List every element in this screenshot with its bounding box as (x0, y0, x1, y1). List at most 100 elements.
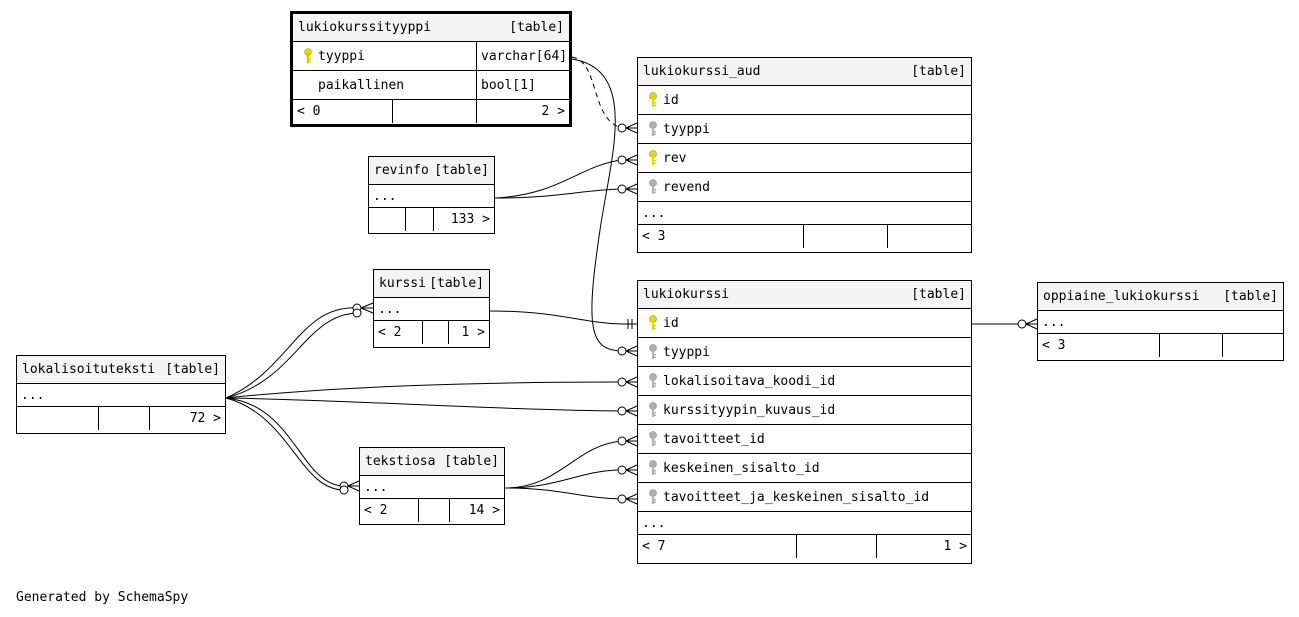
foot-right[interactable]: 72 > (149, 407, 225, 430)
column-type: bool[1] (476, 71, 569, 99)
marker-lk-sisalto (617, 464, 638, 476)
column-name: tyyppi (318, 48, 365, 64)
table-tag: [table] (509, 20, 564, 35)
edge-tyyppi-lukiokurssi (571, 58, 623, 352)
column-name: revend (663, 179, 710, 195)
edge-lokal-tekstiosa-2 (225, 397, 345, 491)
table-footer: < 3 (1038, 334, 1283, 357)
column-name: lokalisoitava_koodi_id (663, 373, 836, 389)
foot-mid (98, 407, 149, 430)
table-tekstiosa[interactable]: tekstiosa [table] ... < 2 14 > (359, 447, 505, 525)
foot-right (1222, 334, 1283, 357)
table-header: revinfo [table] (369, 157, 494, 185)
table-header: lukiokurssityyppi [table] (293, 14, 569, 42)
edge-kurssi-id (489, 310, 623, 325)
foot-right[interactable]: 133 > (433, 208, 494, 231)
more-columns: ... (369, 185, 494, 208)
column-name: id (663, 92, 679, 108)
table-lukiokurssityyppi[interactable]: lukiokurssityyppi [table] tyyppi varchar… (290, 11, 572, 127)
more-columns: ... (360, 476, 504, 499)
table-name: kurssi (379, 276, 426, 291)
column-type: varchar[64] (476, 42, 569, 70)
foot-left (369, 208, 405, 231)
foot-left[interactable]: < 7 (642, 539, 666, 554)
column-name: tavoitteet_ja_keskeinen_sisalto_id (663, 489, 930, 505)
foot-right (887, 225, 971, 248)
marker-lk-koodi (617, 376, 638, 388)
column-name: id (663, 315, 679, 331)
foot-mid (405, 208, 433, 231)
table-footer: < 2 1 > (374, 321, 489, 344)
more-columns: ... (17, 384, 225, 407)
foot-mid (392, 100, 476, 123)
foot-right[interactable]: 14 > (449, 499, 504, 522)
table-tag: [table] (911, 64, 966, 79)
edge-tyyppi-aud (571, 56, 623, 129)
foot-left[interactable]: < 3 (1042, 338, 1066, 353)
table-name: oppiaine_lukiokurssi (1043, 289, 1200, 304)
edge-lokal-tekstiosa-1 (225, 397, 345, 487)
column-name: keskeinen_sisalto_id (663, 460, 820, 476)
table-name: lukiokurssi_aud (643, 64, 761, 79)
column-row: paikallinen bool[1] (293, 71, 569, 100)
marker-aud-tyyppi (617, 122, 638, 134)
marker-kurssi-2 (352, 308, 362, 318)
marker-lk-tavoitteet (617, 435, 638, 447)
primary-key-icon (643, 315, 663, 331)
foot-right[interactable]: 1 > (448, 321, 489, 344)
table-lokalisoituteksti[interactable]: lokalisoituteksti [table] ... 72 > (16, 355, 226, 434)
table-header: lukiokurssi_aud [table] (638, 58, 971, 86)
foot-left[interactable]: < 2 (378, 325, 402, 340)
table-revinfo[interactable]: revinfo [table] ... 133 > (368, 156, 495, 234)
edge-lokal-kuvaus (225, 397, 623, 412)
foot-left[interactable]: < 0 (297, 104, 321, 119)
table-lukiokurssi-aud[interactable]: lukiokurssi_aud [table] id tyyppi rev re… (637, 57, 972, 253)
table-lukiokurssi[interactable]: lukiokurssi [table] id tyyppi lokalisoit… (637, 280, 972, 564)
marker-lk-tyyppi (617, 345, 638, 357)
marker-oppiaine (1017, 318, 1038, 330)
table-footer: < 3 (638, 225, 971, 248)
column-row: revend (638, 173, 971, 202)
column-name: paikallinen (318, 77, 405, 93)
primary-key-icon (643, 150, 663, 166)
column-name: rev (663, 150, 687, 166)
marker-lk-kuvaus (617, 405, 638, 417)
more-columns: ... (374, 298, 489, 321)
more-columns: ... (638, 512, 971, 535)
foot-right[interactable]: 1 > (876, 535, 971, 558)
foot-left (17, 407, 98, 430)
column-row: tyyppi (638, 115, 971, 144)
table-footer: 72 > (17, 407, 225, 430)
foreign-key-icon (643, 373, 663, 389)
foot-mid (418, 499, 449, 522)
foot-left[interactable]: < 2 (364, 503, 388, 518)
foot-mid (803, 225, 887, 248)
table-tag: [table] (911, 287, 966, 302)
column-row: kurssityypin_kuvaus_id (638, 396, 971, 425)
table-tag: [table] (444, 454, 499, 469)
column-row: rev (638, 144, 971, 173)
marker-aud-rev (617, 154, 638, 166)
table-oppiaine-lukiokurssi[interactable]: oppiaine_lukiokurssi [table] ... < 3 (1037, 282, 1284, 361)
foreign-key-icon (643, 344, 663, 360)
table-name: tekstiosa (365, 454, 436, 469)
primary-key-icon (643, 92, 663, 108)
table-footer: < 7 1 > (638, 535, 971, 558)
column-name: tavoitteet_id (663, 431, 765, 447)
table-name: revinfo (374, 163, 429, 178)
foot-left[interactable]: < 3 (642, 229, 666, 244)
column-name: kurssityypin_kuvaus_id (663, 402, 836, 418)
edge-revinfo-rev (494, 159, 623, 199)
column-row: tyyppi (638, 338, 971, 367)
edge-revinfo-revend (494, 188, 623, 199)
foot-right[interactable]: 2 > (476, 100, 569, 123)
table-tag: [table] (165, 362, 220, 377)
table-name: lukiokurssityyppi (298, 20, 432, 35)
generator-credit: Generated by SchemaSpy (16, 590, 189, 605)
table-tag: [table] (429, 276, 484, 291)
marker-tekstiosa-2 (339, 485, 349, 495)
table-tag: [table] (434, 163, 489, 178)
foot-mid (1159, 334, 1222, 357)
table-kurssi[interactable]: kurssi [table] ... < 2 1 > (373, 269, 490, 348)
edge-teksti-sisalto (504, 469, 623, 489)
